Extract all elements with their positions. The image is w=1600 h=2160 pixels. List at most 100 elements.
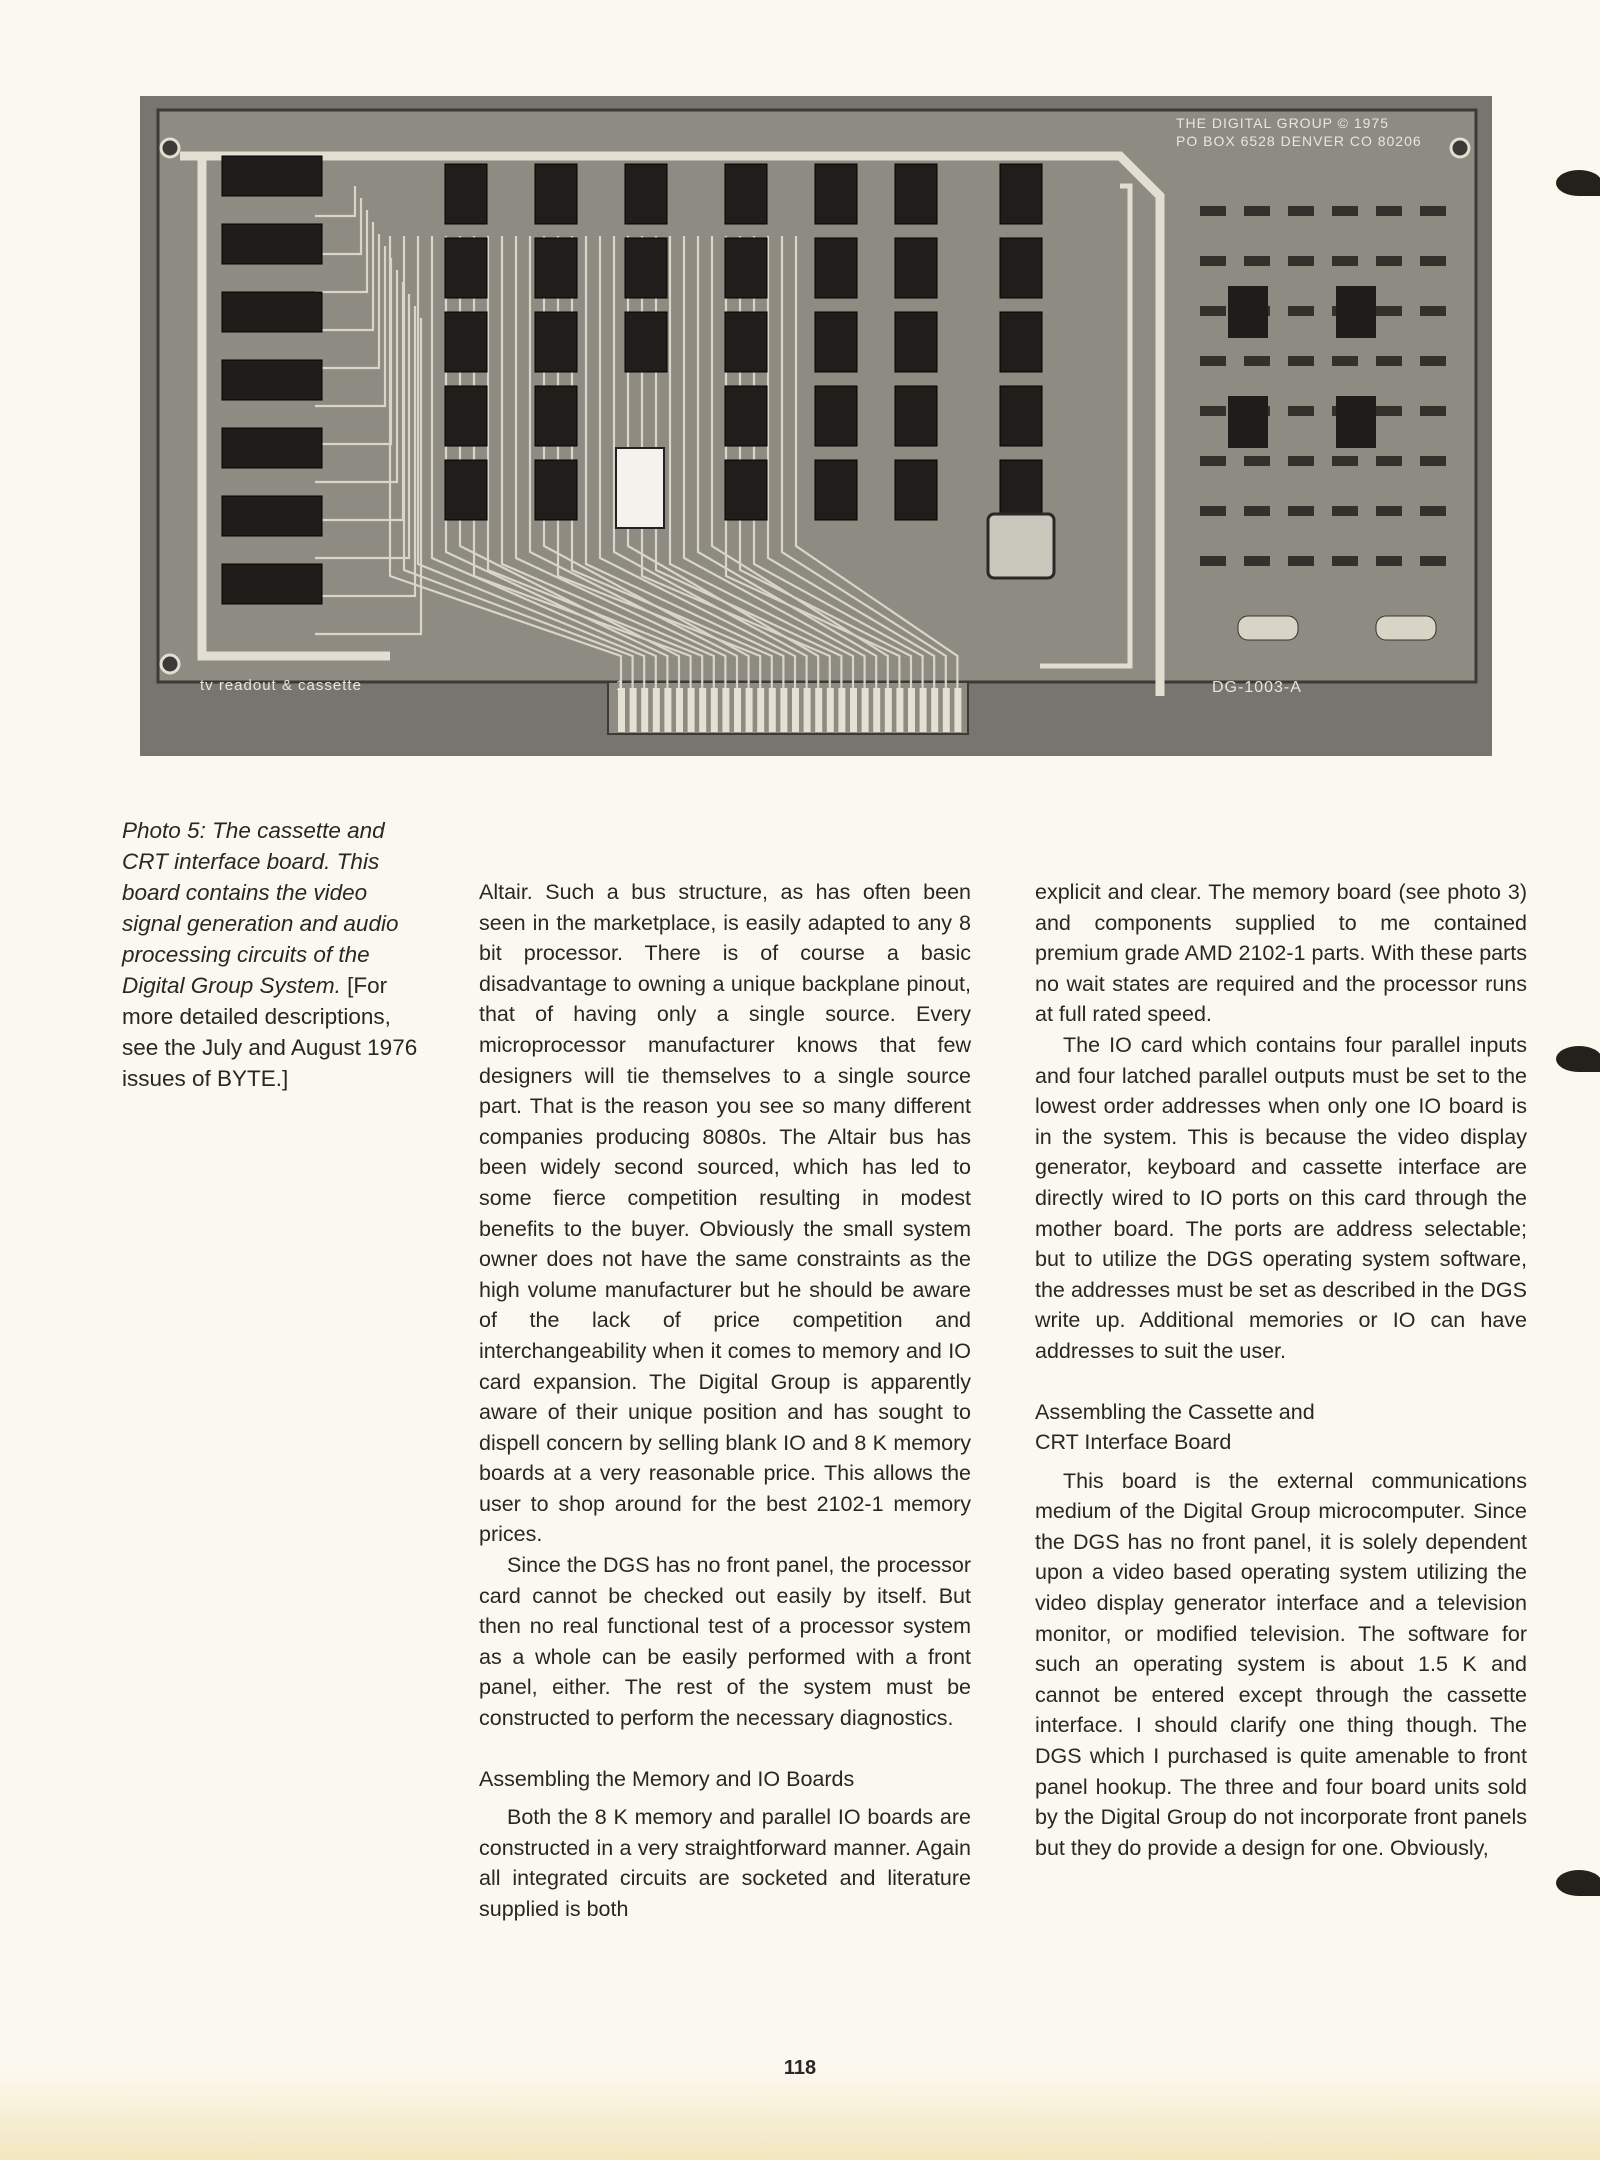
paragraph-memory-board: explicit and clear. The memory board (se… (1035, 880, 1527, 1027)
resistor (1288, 456, 1314, 466)
ic-chip (444, 163, 488, 225)
ic-chip (624, 163, 668, 225)
ic-chip (814, 385, 858, 447)
resistor (1376, 206, 1402, 216)
bus-trace (486, 236, 704, 688)
ic-chip (724, 311, 768, 373)
silkscreen-address: PO BOX 6528 DENVER CO 80206 (1176, 133, 1422, 149)
resistor (1420, 356, 1446, 366)
bus-trace (430, 236, 657, 688)
resistor (1200, 506, 1226, 516)
ic-chip (221, 155, 323, 197)
ic-chip (534, 163, 578, 225)
ic-chip (724, 163, 768, 225)
bus-trace (315, 234, 381, 370)
ic-chip (894, 163, 938, 225)
bus-trace (315, 222, 375, 332)
connector-finger (710, 688, 718, 732)
ic-chip (724, 237, 768, 299)
resistor (1332, 506, 1358, 516)
bus-trace (682, 236, 866, 688)
circuit-board-photo: THE DIGITAL GROUP © 1975 PO BOX 6528 DEN… (140, 96, 1492, 756)
section-heading-memory-io: Assembling the Memory and IO Boards (479, 1766, 855, 1791)
ic-chip (999, 163, 1043, 225)
silkscreen-pin-one: 1 (616, 677, 625, 693)
paragraph-bus-structure: Altair. Such a bus structure, as has oft… (479, 880, 971, 1547)
ic-chip (221, 427, 323, 469)
capacitor (1375, 615, 1437, 641)
ic-chip (894, 459, 938, 521)
resistor (1244, 256, 1270, 266)
paragraph-io-card: The IO card which contains four parallel… (1035, 1032, 1527, 1363)
ic-chip (444, 237, 488, 299)
crystal-oscillator (986, 512, 1056, 580)
connector-finger (618, 688, 625, 732)
connector-finger (722, 688, 730, 732)
resistor (1244, 456, 1270, 466)
ic-chip (534, 459, 578, 521)
resistor (1288, 506, 1314, 516)
resistor (1332, 256, 1358, 266)
ic-chip (534, 237, 578, 299)
bus-trace (315, 186, 357, 218)
resistor (1244, 206, 1270, 216)
connector-finger (942, 688, 950, 732)
ic-chip (999, 237, 1043, 299)
ic-chip (624, 237, 668, 299)
bus-trace (794, 236, 959, 688)
ic-chip (221, 563, 323, 605)
resistor (1376, 356, 1402, 366)
resistor (1376, 556, 1402, 566)
resistor (1200, 406, 1226, 416)
bus-trace (654, 236, 843, 688)
resistor (1420, 556, 1446, 566)
ic-chip (1228, 396, 1268, 448)
paragraph-interface-board: This board is the external communication… (1035, 1468, 1527, 1860)
binder-tab-mark (1556, 1046, 1600, 1072)
bus-trace (315, 270, 399, 484)
analog-section-components (1200, 206, 1446, 641)
circuit-board-illustration: THE DIGITAL GROUP © 1975 PO BOX 6528 DEN… (156, 108, 1478, 735)
connector-finger (838, 688, 846, 732)
ic-chip (724, 459, 768, 521)
ic-chip (221, 495, 323, 537)
connector-finger (850, 688, 857, 732)
connector-finger (629, 688, 637, 732)
resistor (1420, 206, 1446, 216)
ic-chip (894, 311, 938, 373)
resistor (1288, 556, 1314, 566)
bus-trace (780, 236, 947, 688)
scan-discoloration (0, 2070, 1600, 2160)
resistor (1244, 556, 1270, 566)
connector-finger (896, 688, 904, 732)
bus-trace (528, 236, 739, 688)
mounting-hole (159, 653, 181, 675)
bus-trace (500, 236, 715, 688)
ic-chip (894, 237, 938, 299)
paragraph-memory-io-boards: Both the 8 K memory and parallel IO boar… (479, 1805, 971, 1921)
connector-finger (641, 688, 649, 732)
caption-text: Photo 5: The cassette and CRT interface … (122, 818, 399, 998)
resistor (1332, 356, 1358, 366)
article-column-middle: Altair. Such a bus structure, as has oft… (479, 877, 971, 1925)
bus-trace (514, 236, 727, 688)
resistor (1420, 506, 1446, 516)
memory-ic-array (444, 163, 1043, 521)
ic-chip (999, 385, 1043, 447)
resistor (1288, 206, 1314, 216)
ic-chip (999, 459, 1043, 521)
connector-finger (652, 688, 660, 732)
bus-trace (315, 258, 393, 446)
resistor (1288, 406, 1314, 416)
connector-finger (687, 688, 695, 732)
resistor (1200, 206, 1226, 216)
ic-chip (814, 163, 858, 225)
mounting-hole (1449, 137, 1471, 159)
connector-finger (826, 688, 834, 732)
silkscreen-part-number: DG-1003-A (1212, 679, 1302, 696)
ic-chip (624, 311, 668, 373)
ic-chip (814, 311, 858, 373)
ic-chip (221, 223, 323, 265)
bus-trace (640, 236, 831, 688)
ic-chip (814, 237, 858, 299)
